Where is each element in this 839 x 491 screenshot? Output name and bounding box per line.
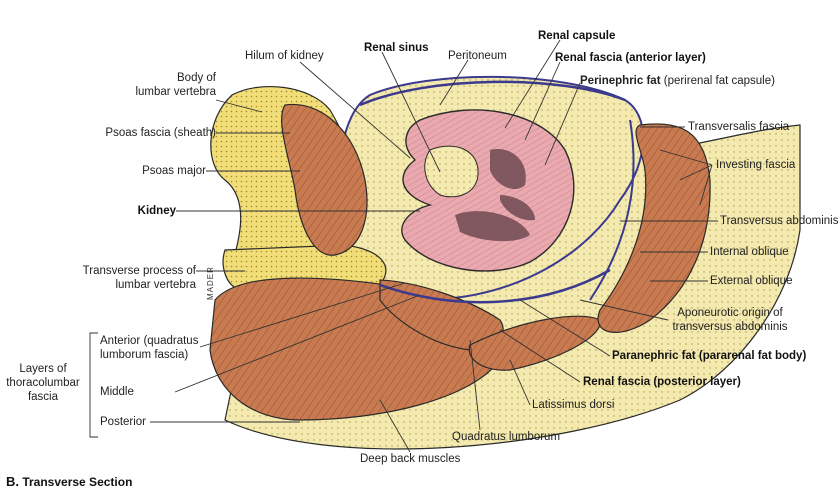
artist-signature: MADER (206, 266, 215, 300)
psoas-major-muscle (281, 103, 368, 256)
medullary-pyramid-1 (490, 149, 526, 190)
label-transverse-process: Transverse process of lumbar vertebra (82, 265, 196, 291)
label-hilum-of-kidney: Hilum of kidney (245, 50, 324, 62)
label-psoas-fascia: Psoas fascia (sheath) (105, 127, 216, 139)
label-renal-sinus: Renal sinus (364, 42, 429, 54)
medullary-pyramid-2 (455, 211, 530, 242)
label-layers-of-thoracolumbar-fascia: Layers of thoracolumbar fascia (6, 363, 80, 403)
label-latissimus-dorsi: Latissimus dorsi (532, 399, 615, 411)
caption-letter: B. (6, 474, 19, 489)
label-transversus-abdominis: Transversus abdominis (720, 215, 839, 227)
label-psoas-major: Psoas major (142, 165, 206, 177)
leader-lines (89, 39, 718, 453)
label-posterior-layer: Posterior (100, 416, 147, 428)
kidney-shape (401, 109, 575, 272)
label-renal-fascia-anterior: Renal fascia (anterior layer) (555, 52, 706, 64)
label-middle-layer: Middle (100, 386, 134, 398)
label-external-oblique: External oblique (710, 275, 793, 287)
caption-text: Transverse Section (22, 475, 133, 489)
label-quadratus-lumborum: Quadratus lumborum (452, 431, 561, 443)
label-deep-back-muscles: Deep back muscles (360, 453, 461, 465)
label-renal-fascia-posterior: Renal fascia (posterior layer) (583, 376, 741, 388)
lateral-abdominal-muscles (597, 123, 711, 333)
label-investing-fascia: Investing fascia (716, 159, 796, 171)
label-renal-capsule: Renal capsule (538, 30, 616, 42)
label-transversalis-fascia: Transversalis fascia (688, 121, 790, 133)
label-perinephric-fat-main: Perinephric fat (580, 75, 661, 87)
label-body-of-lumbar-vertebra: Body of lumbar vertebra (135, 72, 216, 98)
label-perinephric-fat-note: (perirenal fat capsule) (663, 75, 775, 87)
medullary-pyramid-3 (500, 195, 535, 221)
label-internal-oblique: Internal oblique (710, 246, 789, 258)
label-peritoneum: Peritoneum (448, 50, 507, 62)
label-aponeurotic-origin: Aponeurotic origin of transversus abdomi… (672, 307, 788, 333)
figure-caption: B. Transverse Section (6, 474, 132, 489)
renal-fascia-posterior-line (379, 268, 611, 304)
renal-sinus-fat (424, 145, 479, 198)
transversalis-fascia-line (589, 119, 635, 301)
label-paranephric-fat: Paranephric fat (pararenal fat body) (612, 350, 807, 362)
label-kidney: Kidney (137, 205, 176, 217)
label-anterior-layer: Anterior (quadratus lumborum fascia) (100, 335, 199, 361)
label-perinephric-fat: Perinephric fat (perirenal fat capsule) (580, 74, 775, 88)
renal-fascia-anterior-line (359, 80, 626, 107)
